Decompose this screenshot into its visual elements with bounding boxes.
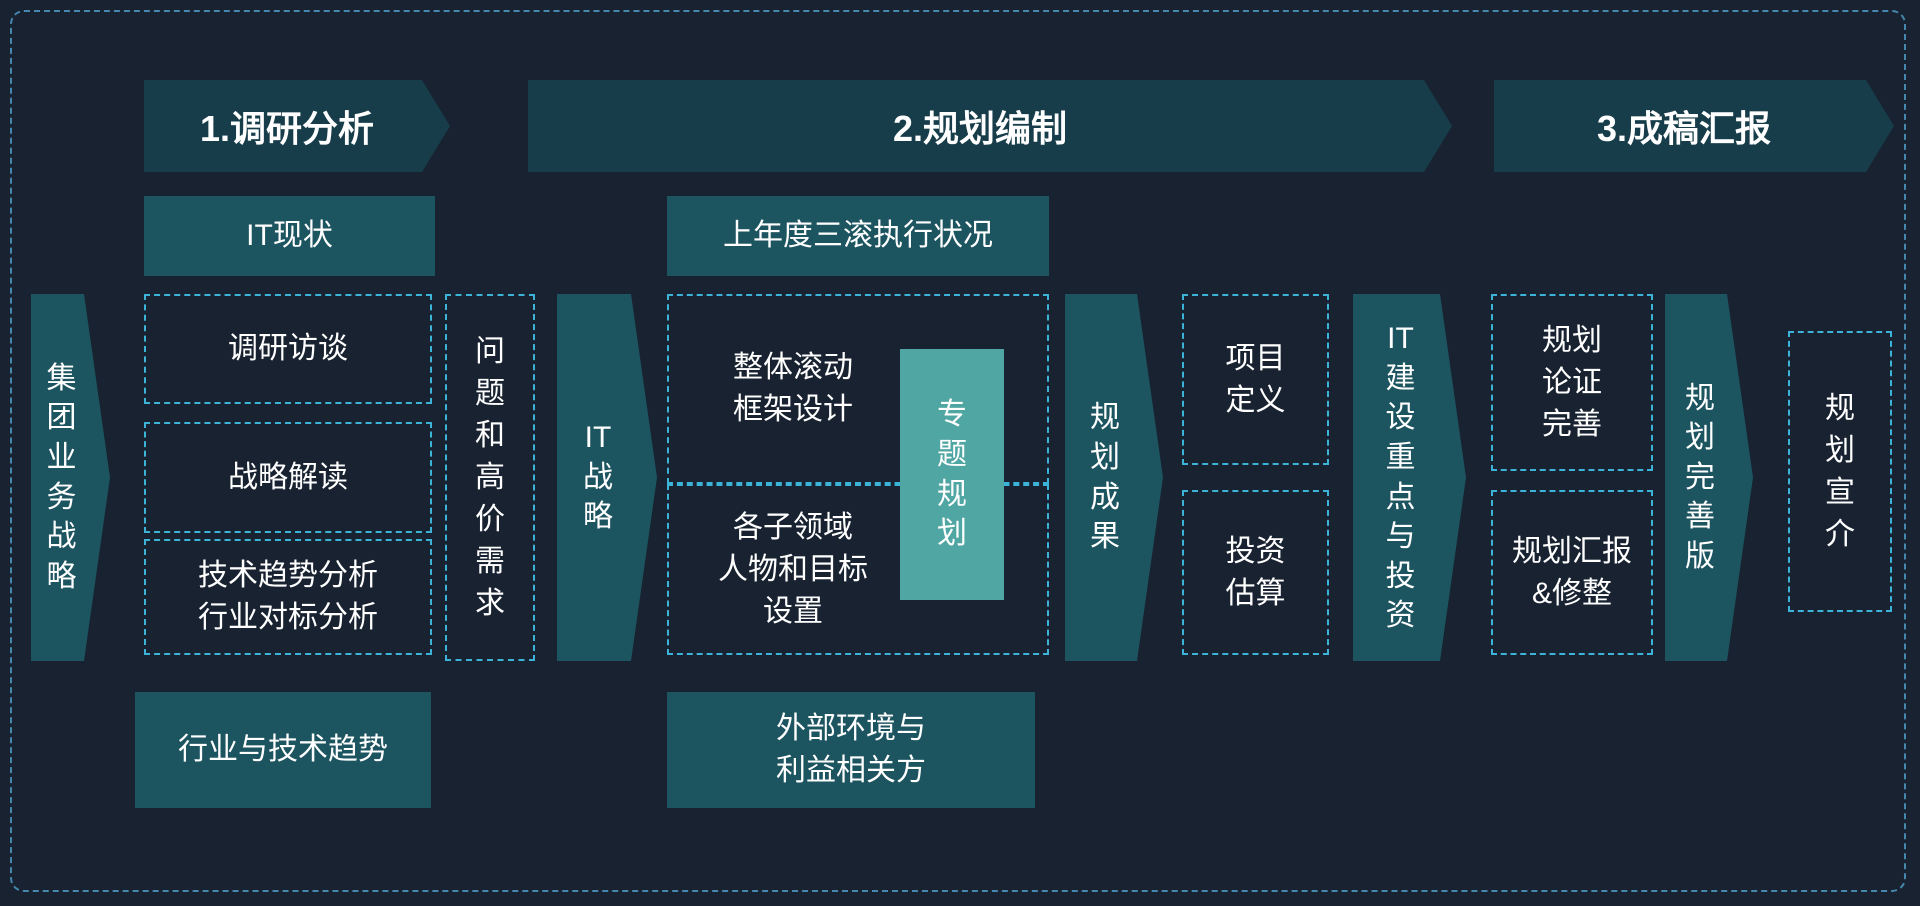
planning-validation-improvement-box: 规划 论证 完善 <box>1491 294 1653 471</box>
it-strategy-arrow: IT 战 略 <box>557 294 657 661</box>
tech-trend-benchmark-box: 技术趋势分析 行业对标分析 <box>144 539 432 655</box>
research-interview-box: 调研访谈 <box>144 294 432 404</box>
subdomain-tasks-goals-box: 各子领域 人物和目标 设置 <box>667 484 1049 655</box>
problems-high-value-needs-box: 问 题 和 高 价 需 求 <box>445 294 535 661</box>
industry-tech-trend-box: 行业与技术趋势 <box>135 692 431 808</box>
special-topic-planning-box: 专 题 规 划 <box>900 349 1004 600</box>
investment-estimation-box: 投资 估算 <box>1182 490 1329 655</box>
planning-report-revision-box: 规划汇报 &修整 <box>1491 490 1653 655</box>
project-definition-box: 项目 定义 <box>1182 294 1329 465</box>
it-construction-focus-investment-arrow: IT 建 设 重 点 与 投 资 <box>1353 294 1466 661</box>
phase1-header: 1.调研分析 <box>144 80 450 172</box>
phase2-header: 2.规划编制 <box>528 80 1452 172</box>
planning-improved-version-arrow: 规 划 完 善 版 <box>1665 294 1753 661</box>
overall-rolling-framework-box: 整体滚动 框架设计 <box>667 294 1049 484</box>
planning-promotion-box: 规 划 宣 介 <box>1788 331 1892 612</box>
external-environment-stakeholders-box: 外部环境与 利益相关方 <box>667 692 1035 808</box>
phase3-header: 3.成稿汇报 <box>1494 80 1894 172</box>
it-status-box: IT现状 <box>144 196 435 276</box>
group-business-strategy-arrow: 集 团 业 务 战 略 <box>31 294 110 661</box>
planning-results-arrow: 规 划 成 果 <box>1065 294 1163 661</box>
last-year-rolling-execution-box: 上年度三滚执行状况 <box>667 196 1049 276</box>
strategy-interpretation-box: 战略解读 <box>144 422 432 533</box>
